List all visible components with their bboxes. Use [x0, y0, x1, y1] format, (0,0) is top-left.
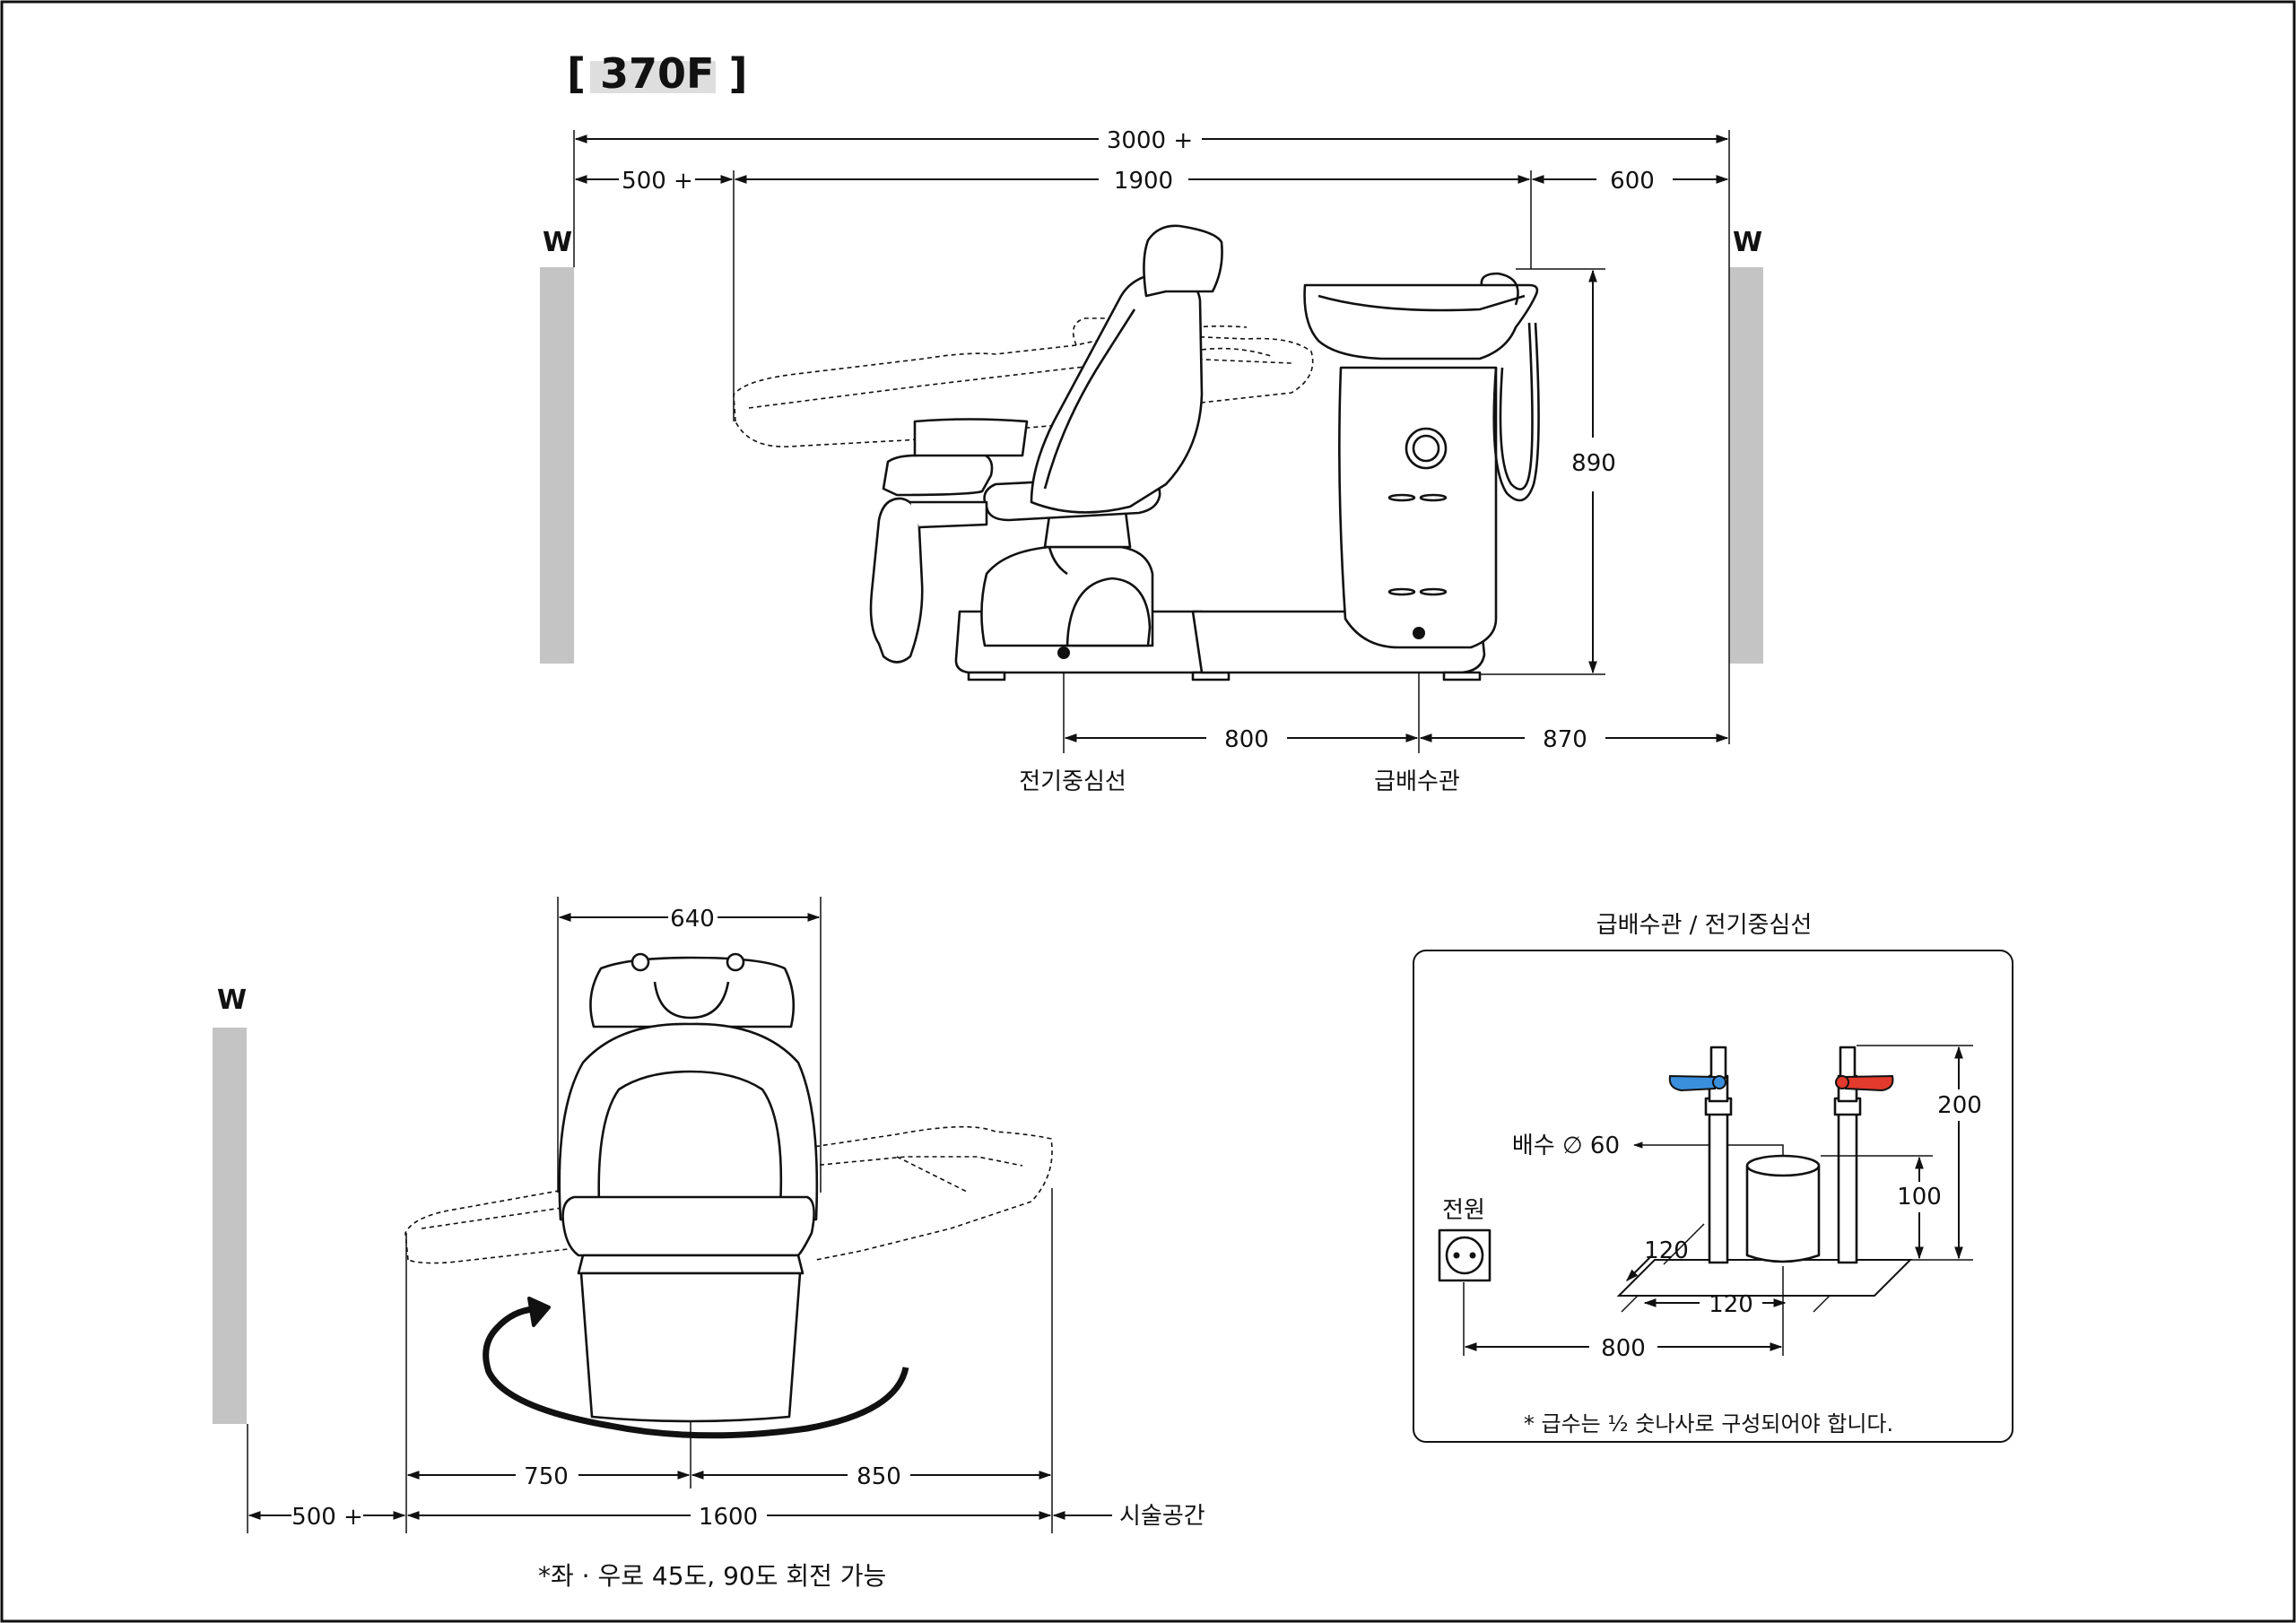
dim-500-top: 500 + — [291, 1504, 363, 1531]
dim-100: 100 — [1897, 1184, 1942, 1211]
label-electric-center: 전기중심선 — [1019, 768, 1126, 795]
dim-200: 200 — [1937, 1092, 1982, 1119]
dim-870: 870 — [1543, 726, 1587, 753]
dim-1600: 1600 — [699, 1504, 758, 1531]
ext-line — [1621, 1295, 1639, 1313]
ext-line — [1663, 1223, 1705, 1265]
dim-line — [1626, 1254, 1653, 1281]
shampoo-basin-unit — [1191, 272, 1540, 681]
dim-850: 850 — [857, 1463, 901, 1490]
wall-left — [540, 267, 574, 664]
dim-right: 600 — [1610, 168, 1655, 195]
label-water-pipe: 급배수관 — [1374, 768, 1460, 795]
wall-label-left: W — [543, 227, 572, 258]
power-outlet-icon — [1438, 1228, 1492, 1282]
detail-note: * 급수는 ½ 숫나사로 구성되어야 합니다. — [1524, 1411, 1893, 1436]
dim-total: 3000 + — [1107, 127, 1193, 154]
dim-120-diagonal: 120 — [1644, 1237, 1689, 1264]
detail-panel: 급배수관 / 전기중심선 배수 ∅ 60 — [1413, 912, 2013, 1443]
dim-left: 500 + — [622, 168, 693, 195]
drain-label: 배수 ∅ 60 — [1512, 1133, 1620, 1159]
note-rotation: *좌 · 우로 45도, 90도 회전 가능 — [538, 1561, 886, 1591]
floor-plate — [1616, 1259, 1913, 1297]
page-title: [ 370F ] — [567, 49, 748, 98]
cold-water-pipe — [1668, 1046, 1733, 1264]
power-label: 전원 — [1442, 1197, 1485, 1224]
dim-120-horizontal: 120 — [1709, 1291, 1753, 1318]
side-view: W W 3000 + 500 + 1900 600 890 800 — [540, 127, 1763, 795]
detail-title: 급배수관 / 전기중심선 — [1596, 912, 1813, 939]
wall-right — [1729, 267, 1763, 664]
rotation-arrow — [483, 1306, 909, 1439]
dim-height: 890 — [1571, 450, 1616, 477]
wall-label-top: W — [217, 985, 247, 1016]
rotation-arrowhead — [527, 1297, 551, 1327]
chair-top — [558, 952, 819, 1423]
dim-750: 750 — [524, 1463, 569, 1490]
drain-leader — [1632, 1141, 1784, 1156]
dim-width: 640 — [670, 906, 715, 933]
drain-pipe — [1745, 1154, 1821, 1263]
title-highlight — [590, 61, 716, 93]
chair-upright — [869, 224, 1231, 681]
ext-line — [1813, 1295, 1831, 1313]
top-view: W 640 750 850 500 + 1600 시술공간 — [213, 897, 1205, 1591]
hot-water-pipe — [1833, 1046, 1894, 1264]
label-work-space: 시술공간 — [1119, 1503, 1205, 1530]
wall-left-top — [213, 1028, 247, 1424]
dim-middle: 1900 — [1114, 168, 1173, 195]
dim-800-detail: 800 — [1601, 1335, 1646, 1362]
dim-800: 800 — [1224, 726, 1269, 753]
wall-label-right: W — [1733, 227, 1762, 258]
